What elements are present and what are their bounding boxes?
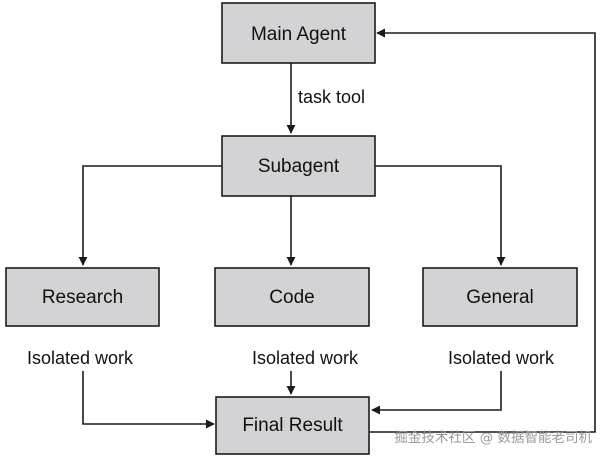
edge-label-isolated-work-general: Isolated work [448, 348, 555, 368]
edge-general-to-final [371, 371, 502, 415]
node-final-result: Final Result [215, 396, 370, 455]
edge-subagent-to-general [375, 165, 506, 266]
edge-research-to-final [82, 371, 215, 429]
node-research: Research [5, 267, 160, 327]
edge-label-task-tool: task tool [298, 87, 365, 107]
edge-label-isolated-work-code: Isolated work [252, 348, 359, 368]
node-main-agent-label: Main Agent [251, 24, 347, 45]
node-general-label: General [466, 287, 534, 308]
node-general: General [422, 267, 578, 327]
edge-final-to-main-loop [370, 28, 596, 433]
node-code: Code [214, 267, 370, 327]
node-main-agent: Main Agent [221, 2, 376, 64]
edge-subagent-to-research [78, 165, 222, 266]
watermark-text: 掘金技术社区 @ 数据智能老司机 [394, 430, 592, 446]
node-subagent: Subagent [221, 135, 376, 197]
edge-label-isolated-work-research: Isolated work [27, 348, 134, 368]
node-final-result-label: Final Result [242, 415, 343, 436]
node-subagent-label: Subagent [258, 156, 340, 177]
node-research-label: Research [42, 287, 123, 308]
node-code-label: Code [269, 287, 314, 308]
